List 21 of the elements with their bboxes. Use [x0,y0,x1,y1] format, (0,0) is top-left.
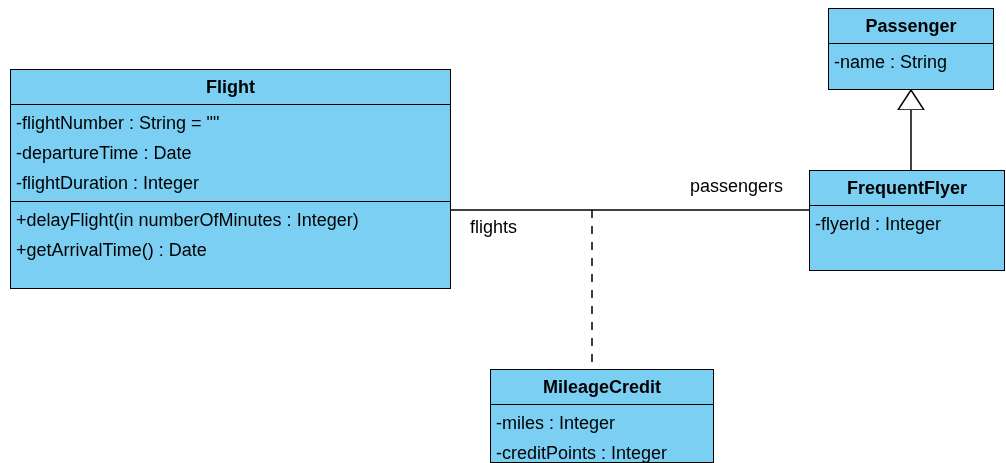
class-member: -name : String [834,51,949,74]
class-box [10,69,451,289]
class-name: MileageCredit [542,376,662,399]
class-name: Flight [205,76,256,99]
role-name: passengers [690,175,784,198]
class-name: Passenger [864,15,958,38]
class-member: -miles : Integer [496,412,617,435]
role-name: flights [470,216,518,239]
class-member: -flightNumber : String = "" [16,112,221,135]
class-box [828,8,994,90]
class-member: -flyerId : Integer [815,213,943,236]
class-member: -departureTime : Date [16,142,193,165]
class-member: -creditPoints : Integer [496,442,669,463]
class-box [490,369,714,463]
generalization-arrow [897,89,925,171]
class-member: -flightDuration : Integer [16,172,201,195]
class-box [809,170,1005,271]
class-member: +getArrivalTime() : Date [16,239,208,262]
association-line [450,209,810,211]
class-member: +delayFlight(in numberOfMinutes : Integer) [16,209,360,232]
class-name: FrequentFlyer [846,177,968,200]
